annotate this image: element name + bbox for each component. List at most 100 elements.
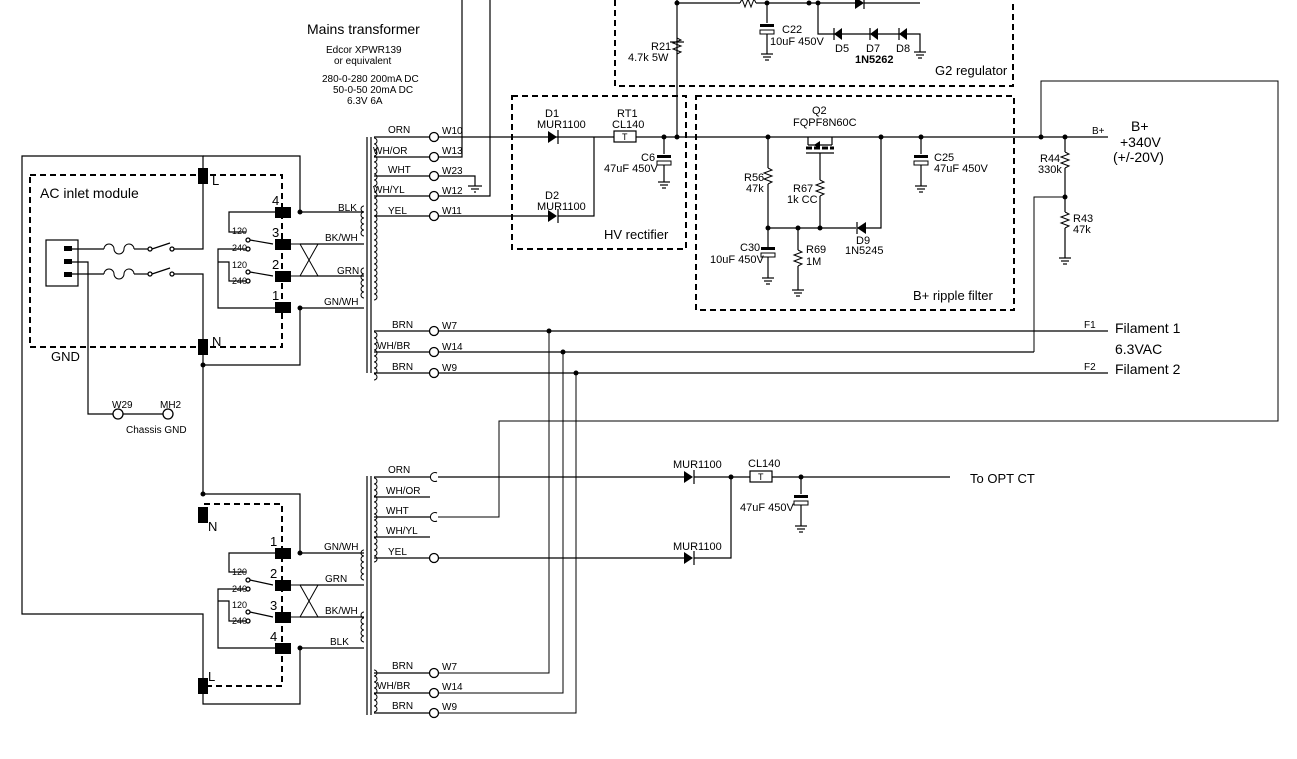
c22-value: 10uF 450V	[770, 36, 824, 48]
transformer-equiv: or equivalent	[334, 56, 391, 67]
chassis-gnd-label: Chassis GND	[126, 425, 187, 436]
hv-rectifier-title: HV rectifier	[604, 227, 669, 242]
rt1-label: RT1	[617, 108, 638, 120]
bias-wiring	[438, 0, 491, 197]
ac-inlet-box	[29, 174, 283, 348]
pin-3-label: 3	[272, 225, 279, 240]
transformer-model: Edcor XPWR139	[326, 45, 402, 56]
term-w23: W23	[442, 166, 463, 177]
sel-240-a: 240	[232, 243, 247, 253]
lower-term-w9: W9	[442, 702, 457, 713]
wire-label-whbr: WH/BR	[377, 341, 410, 352]
zener-value: 1N5262	[855, 54, 894, 66]
d5-label: D5	[835, 43, 849, 55]
r67-value: 1k CC	[787, 194, 818, 206]
r69-value: 1M	[806, 256, 821, 268]
mh2-label: MH2	[160, 400, 182, 411]
ripple-filter-box	[695, 95, 1015, 311]
c6-label: C6	[641, 152, 655, 164]
lower-pin-4-label: 4	[270, 629, 277, 644]
r69-label: R69	[806, 244, 826, 256]
sel-120-b: 120	[232, 260, 247, 270]
r43-label: R43	[1073, 213, 1093, 225]
lower-label-wht: WHT	[386, 506, 409, 517]
wire-label-bkwh: BK/WH	[325, 233, 358, 244]
c30-value: 10uF 450V	[710, 254, 764, 266]
selector-pin-1	[275, 302, 291, 313]
transformer-title: Mains transformer	[307, 21, 420, 37]
lower-label-orn: ORN	[388, 465, 410, 476]
pin-1-label: 1	[272, 288, 279, 303]
wire-label-whor: WH/OR	[373, 146, 407, 157]
transformer-spec-fil: 6.3V 6A	[347, 96, 383, 107]
term-w11: W11	[442, 206, 462, 217]
w29-label: W29	[112, 400, 133, 411]
lower-l-terminal	[198, 678, 208, 694]
f1-net-label: F1	[1084, 320, 1096, 331]
wire-label-gnwh: GN/WH	[324, 297, 358, 308]
lower-label-whbr: WH/BR	[377, 681, 410, 692]
term-w14: W14	[442, 342, 463, 353]
transformer-spec-bias: 50-0-50 20mA DC	[333, 85, 413, 96]
lower-cap-value: 47uF 450V	[740, 502, 794, 514]
d8-label: D8	[896, 43, 910, 55]
term-w10: W10	[442, 126, 463, 137]
inlet-l-terminal	[198, 168, 208, 184]
pin-4-label: 4	[272, 193, 279, 208]
iec-connector-icon	[45, 239, 79, 287]
lower-sel-120-a: 120	[232, 567, 247, 577]
lower-pin-2	[275, 580, 291, 591]
bplus-net-label: B+	[1092, 126, 1105, 137]
filament-1-label: Filament 1	[1115, 320, 1181, 336]
d7-label: D7	[866, 43, 880, 55]
lower-label-whyl: WH/YL	[386, 526, 418, 537]
c30-label: C30	[740, 242, 760, 254]
c25-label: C25	[934, 152, 954, 164]
inlet-l-label: L	[212, 173, 219, 188]
inlet-n-label: N	[212, 334, 221, 349]
selector-pin-2	[275, 271, 291, 282]
bplus-label: B+	[1131, 118, 1149, 134]
r21-value: 4.7k 5W	[628, 52, 669, 64]
lower-term-w7: W7	[442, 662, 457, 673]
lower-label-brn2: BRN	[392, 701, 413, 712]
lower-diode-top-value: MUR1100	[673, 459, 722, 471]
lower-pin-3	[275, 612, 291, 623]
lower-label-grn: GRN	[325, 574, 347, 585]
ac-inlet-top: AC inlet module GND W29 MH2 Chassis GND	[21, 155, 364, 680]
q2-value: FQPF8N60C	[793, 117, 857, 129]
filament-wiring: F1 F2 Filament 1 6.3VAC Filament 2	[438, 320, 1181, 714]
lower-label-whor: WH/OR	[386, 486, 420, 497]
sel-240-b: 240	[232, 276, 247, 286]
lower-label-yel: YEL	[388, 547, 407, 558]
ac-inlet-title: AC inlet module	[40, 185, 139, 201]
wire-label-brn1: BRN	[392, 320, 413, 331]
d9-value: 1N5245	[845, 245, 884, 257]
selector-pin-3	[275, 239, 291, 250]
g2-regulator-title: G2 regulator	[935, 63, 1008, 78]
secondary-terminals-top: W10 W13 W23 W12 W11 W7 W14 W9	[428, 126, 463, 379]
lower-label-brn1: BRN	[392, 661, 413, 672]
inlet-n-terminal	[198, 339, 208, 355]
selector-pin-4	[275, 207, 291, 218]
r43-value: 47k	[1073, 224, 1091, 236]
wire-label-orn: ORN	[388, 125, 410, 136]
c6-value: 47uF 450V	[604, 163, 658, 175]
g2-regulator-box	[614, 0, 1014, 87]
g2-regulator: R21 4.7k 5W C22 10uF 450V D5 D7 D8 1N526…	[628, 0, 1008, 137]
sel-120-a: 120	[232, 226, 247, 236]
wire-label-brn2: BRN	[392, 362, 413, 373]
lower-n-terminal	[198, 507, 208, 523]
wire-label-grn: GRN	[337, 266, 359, 277]
r56-value: 47k	[746, 183, 764, 195]
pin-2-label: 2	[272, 257, 279, 272]
d1-label: D1	[545, 108, 559, 120]
wire-label-whyl: WH/YL	[373, 185, 405, 196]
c22-label: C22	[782, 24, 802, 36]
gnd-label: GND	[51, 349, 80, 364]
bplus-tolerance: (+/-20V)	[1113, 149, 1164, 165]
wire-label-blk: BLK	[338, 203, 357, 214]
filament-2-label: Filament 2	[1115, 361, 1181, 377]
to-opt-ct-label: To OPT CT	[970, 471, 1035, 486]
transformer-labels: Mains transformer Edcor XPWR139 or equiv…	[307, 21, 420, 107]
